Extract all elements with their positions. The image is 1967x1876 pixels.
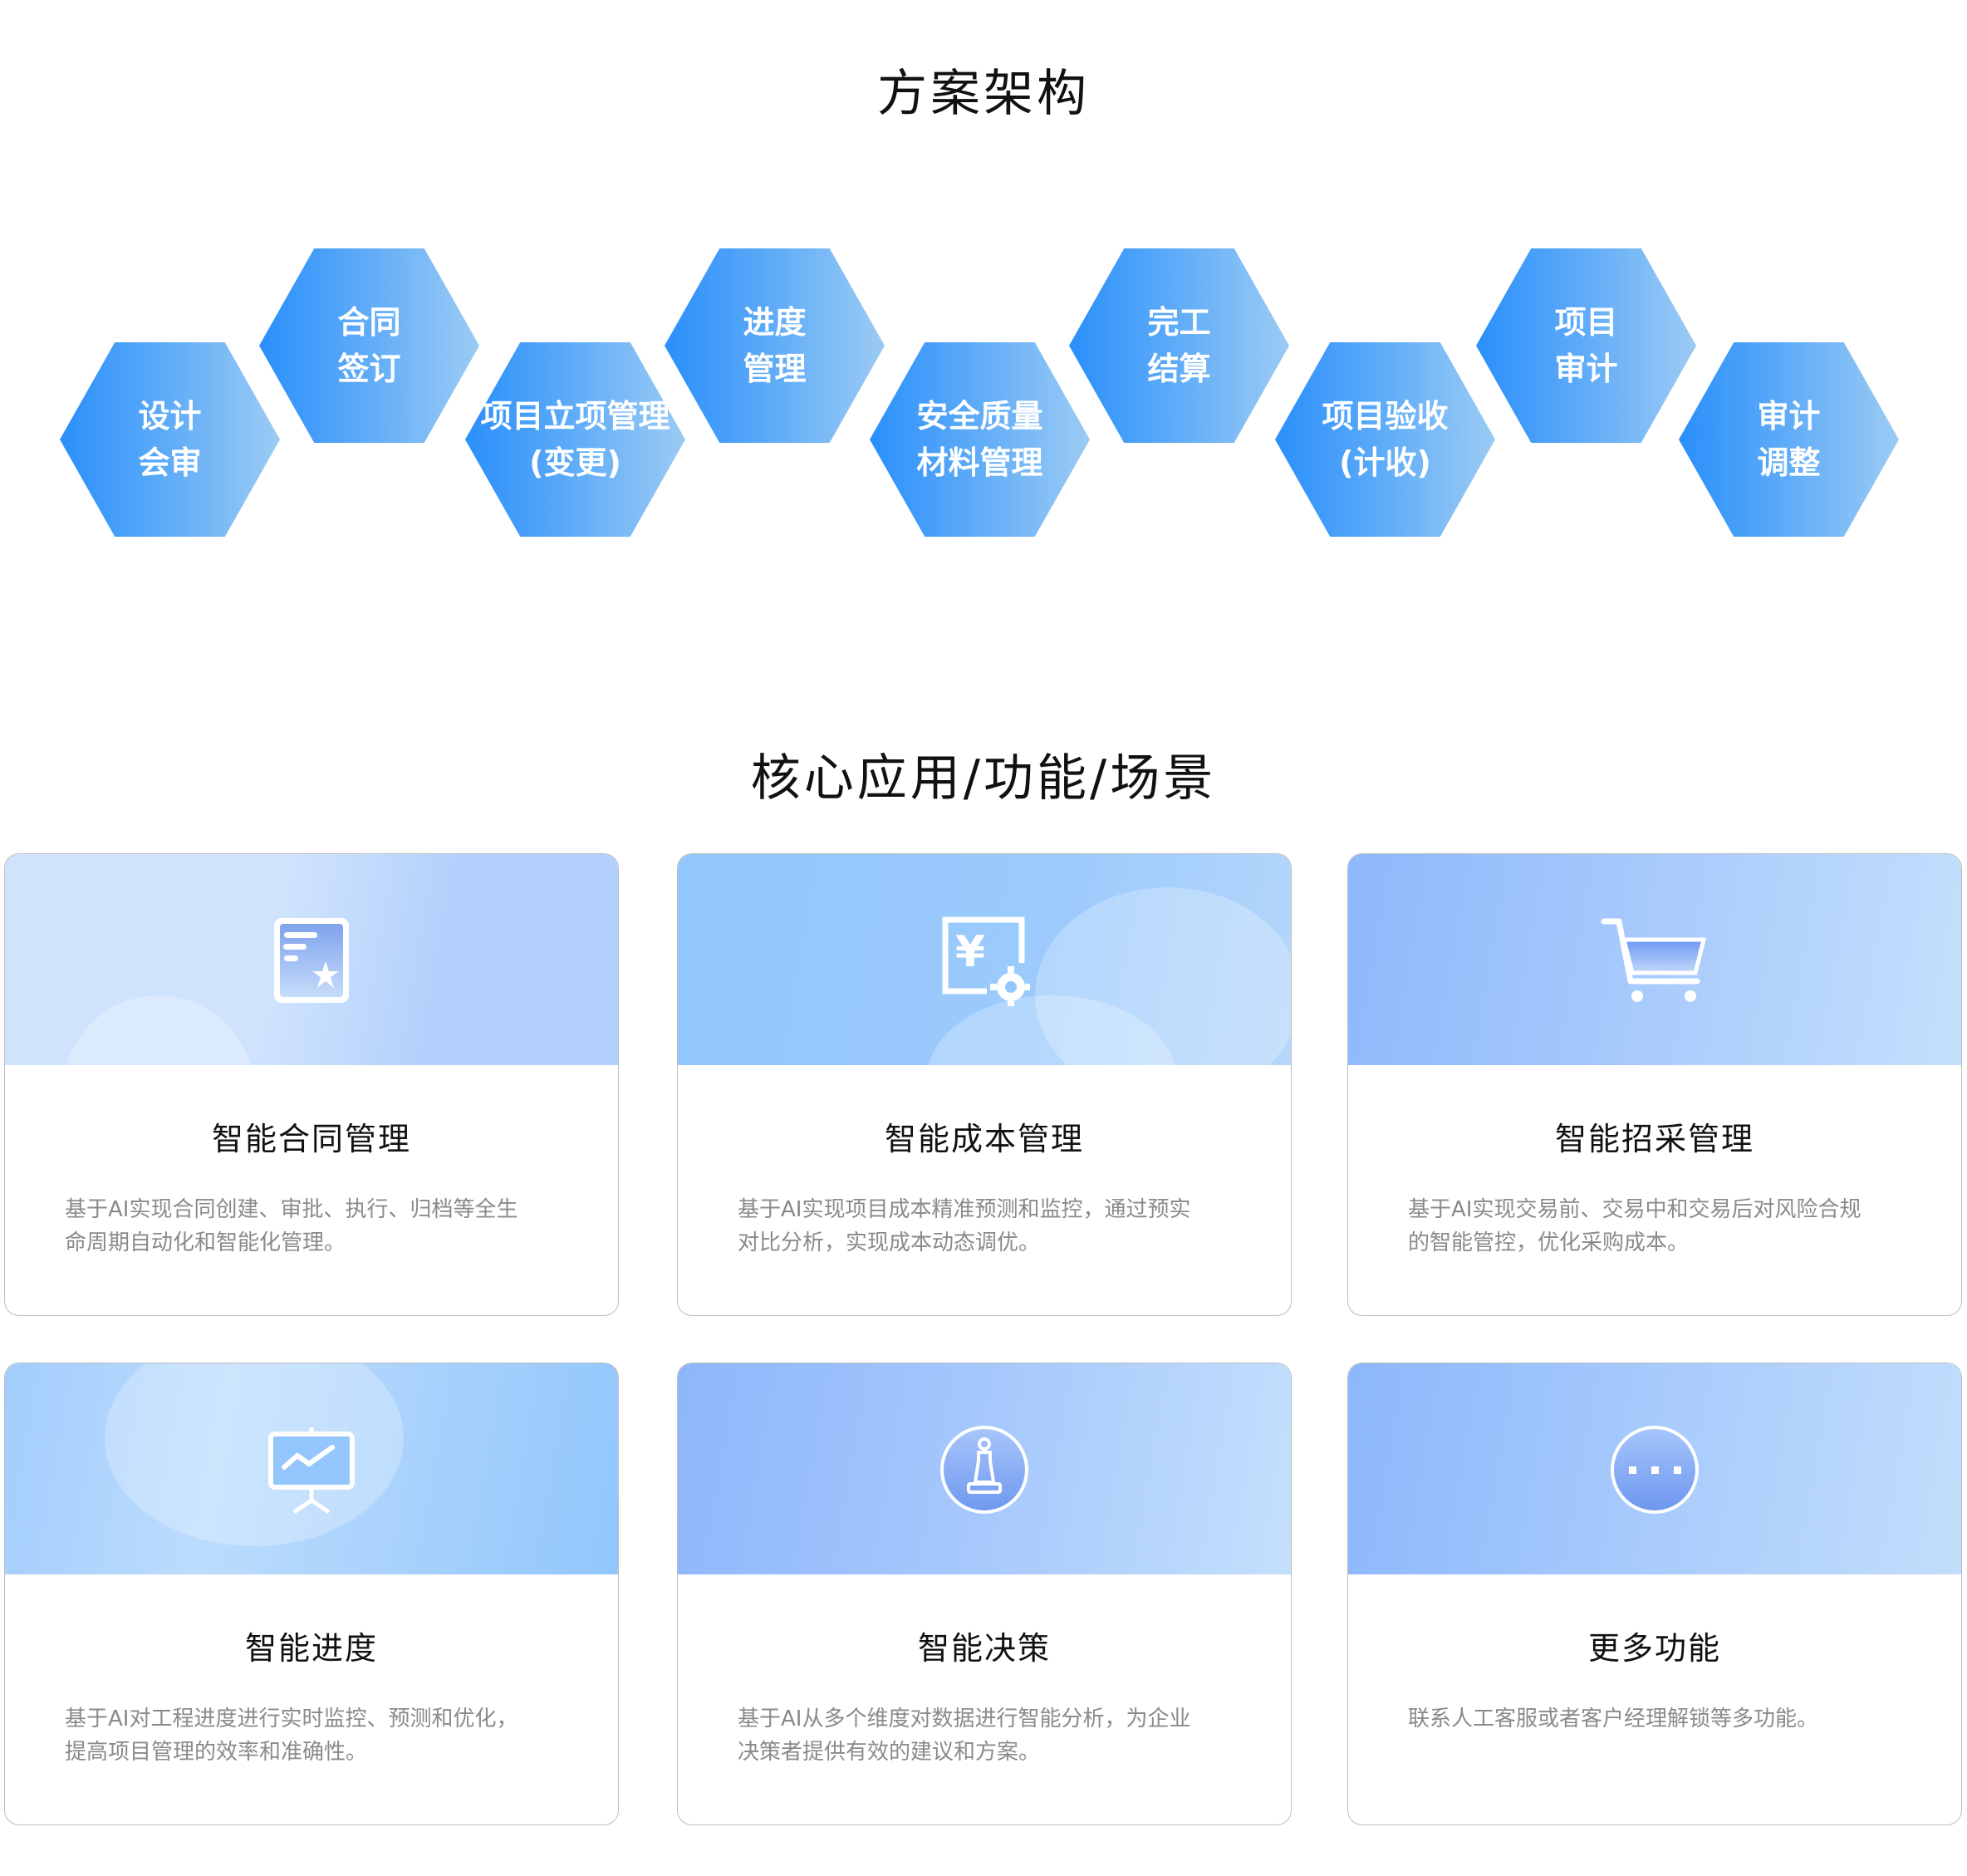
step-label: 安全质量 材料管理 (916, 398, 1043, 481)
chess-pawn-icon (940, 1426, 1028, 1514)
presentation-chart-icon (268, 1427, 355, 1515)
card-description: 联系人工客服或者客户经理解锁等多功能。 (1408, 1707, 1819, 1731)
card-title: 智能决策 (917, 1630, 1051, 1667)
svg-text:¥: ¥ (955, 927, 985, 977)
card-banner (1348, 1363, 1961, 1574)
card-description: 基于AI实现合同创建、审批、执行、归档等全生 命周期自动化和智能化管理。 (65, 1197, 518, 1255)
feature-card-cost[interactable]: ¥ 智能成本管理 基于AI实现项目成本精准预测和监控，通过预实 对比分析，实现成… (677, 853, 1292, 1316)
card-banner (1348, 854, 1961, 1065)
hex-step-project-initiation: 项目立项管理 (变更) (465, 342, 685, 537)
feature-card-contract[interactable]: 智能合同管理 基于AI实现合同创建、审批、执行、归档等全生 命周期自动化和智能化… (4, 853, 619, 1316)
card-description: 基于AI对工程进度进行实时监控、预测和优化， 提高项目管理的效率和准确性。 (65, 1707, 518, 1765)
hex-step-settlement: 完工 结算 (1069, 248, 1289, 443)
step-label: 审计 调整 (1757, 398, 1821, 481)
step-label: 进度 管理 (743, 304, 807, 387)
hex-step-progress: 进度 管理 (665, 248, 885, 443)
card-banner: ¥ (678, 854, 1291, 1065)
yuan-document-gear-icon: ¥ (942, 916, 1030, 1006)
contract-star-icon (274, 918, 349, 1003)
hex-step-audit-adjust: 审计 调整 (1679, 342, 1899, 537)
card-description: 基于AI实现项目成本精准预测和监控，通过预实 对比分析，实现成本动态调优。 (738, 1197, 1191, 1255)
feature-card-decision[interactable]: 智能决策 基于AI从多个维度对数据进行智能分析，为企业 决策者提供有效的建议和方… (677, 1363, 1292, 1825)
card-title: 智能进度 (244, 1630, 378, 1667)
more-icon (1611, 1426, 1699, 1514)
card-description: 基于AI从多个维度对数据进行智能分析，为企业 决策者提供有效的建议和方案。 (738, 1707, 1191, 1765)
architecture-title: 方案架构 (877, 65, 1090, 123)
card-banner (5, 854, 618, 1065)
features-title: 核心应用/功能/场景 (750, 749, 1217, 808)
hex-step-audit: 项目 审计 (1476, 248, 1696, 443)
card-description: 基于AI实现交易前、交易中和交易后对风险合规 的智能管控，优化采购成本。 (1408, 1197, 1862, 1255)
step-label: 项目验收 (计收) (1322, 398, 1449, 481)
hex-step-contract: 合同 签订 (259, 248, 479, 443)
feature-card-more[interactable]: 更多功能 联系人工客服或者客户经理解锁等多功能。 (1347, 1363, 1962, 1825)
step-label: 合同 签订 (337, 304, 401, 387)
hex-step-acceptance: 项目验收 (计收) (1275, 342, 1495, 537)
step-label: 完工 结算 (1147, 304, 1211, 387)
feature-card-procurement[interactable]: 智能招采管理 基于AI实现交易前、交易中和交易后对风险合规 的智能管控，优化采购… (1347, 853, 1962, 1316)
hex-step-safety-quality: 安全质量 材料管理 (870, 342, 1090, 537)
feature-card-progress[interactable]: 智能进度 基于AI对工程进度进行实时监控、预测和优化， 提高项目管理的效率和准确… (4, 1363, 619, 1825)
card-title: 智能成本管理 (884, 1121, 1084, 1157)
hex-step-design-review: 设计 会审 (60, 342, 280, 537)
card-banner (678, 1363, 1291, 1574)
step-label: 项目 审计 (1554, 304, 1618, 387)
step-label: 项目立项管理 (变更) (480, 398, 670, 481)
card-title: 智能招采管理 (1554, 1121, 1754, 1157)
card-banner (5, 1363, 618, 1574)
card-title: 智能合同管理 (211, 1121, 411, 1157)
step-label: 设计 会审 (138, 398, 202, 481)
shopping-cart-icon (1601, 918, 1707, 1002)
card-title: 更多功能 (1587, 1630, 1721, 1667)
